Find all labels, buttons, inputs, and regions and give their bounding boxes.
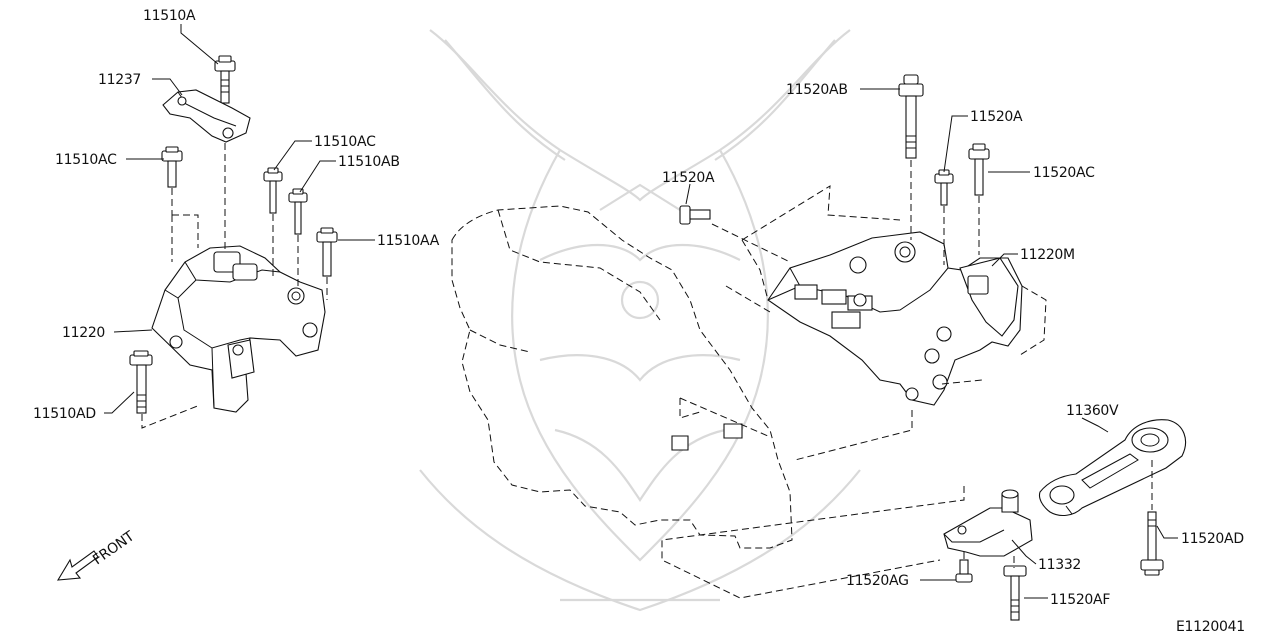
bolt-11520AF: [1003, 565, 1027, 621]
bolt-11520AB: [898, 74, 924, 159]
callout-11520AF: 11520AF: [1050, 592, 1110, 608]
callout-labels: 11510A 11237 11510AC 11510AC 11510AB 115…: [33, 8, 1244, 608]
callout-11520AC: 11520AC: [1033, 165, 1095, 181]
callout-11520A-side: 11520A: [662, 170, 715, 186]
bolt-11510AC-right: [263, 167, 283, 214]
callout-11510AD: 11510AD: [33, 406, 96, 422]
callout-11510AB: 11510AB: [338, 154, 400, 170]
callout-11220M: 11220M: [1020, 247, 1075, 263]
bolt-11520AD: [1140, 511, 1164, 576]
callout-11360V: 11360V: [1066, 403, 1119, 419]
bolt-11510AA: [316, 227, 338, 277]
callout-11520AD: 11520AD: [1181, 531, 1244, 547]
engine-mount-11220: [151, 245, 326, 413]
callout-11220: 11220: [62, 325, 105, 341]
alignment-lines-right: [679, 160, 1047, 461]
callout-11520A-top: 11520A: [970, 109, 1023, 125]
torque-rod-11360V: [1038, 419, 1186, 517]
diagram-id: E1120041: [1176, 619, 1245, 635]
bolt-11510AC-left: [161, 146, 183, 188]
watermark-logo: [419, 29, 861, 612]
bolt-11510AB: [288, 188, 308, 235]
bracket-11332: [943, 489, 1033, 557]
callout-11520AB: 11520AB: [786, 82, 848, 98]
front-label: FRONT: [90, 528, 138, 568]
bolt-11520AG: [955, 559, 973, 583]
bolt-11510A: [214, 55, 236, 104]
callout-11510AA: 11510AA: [377, 233, 440, 249]
alignment-lines-left: [141, 143, 328, 429]
callout-11520AG: 11520AG: [846, 573, 909, 589]
engine-block-outline: [451, 205, 793, 549]
alignment-lines-lower: [661, 486, 1015, 599]
leader-lines: [104, 24, 1178, 599]
callout-11332: 11332: [1038, 557, 1081, 573]
front-direction-arrow: [56, 550, 99, 581]
bracket-11237: [162, 89, 251, 143]
bolt-11520AC: [968, 143, 990, 196]
bolt-11520A-side: [679, 205, 711, 225]
callout-11510AC-right: 11510AC: [314, 134, 376, 150]
callout-11510AC-left: 11510AC: [55, 152, 117, 168]
engine-mount-11220M: [767, 231, 1023, 406]
callout-11510A: 11510A: [143, 8, 196, 24]
callout-11237: 11237: [98, 72, 141, 88]
bolt-11520A-top: [934, 169, 954, 206]
bolt-11510AD: [129, 350, 153, 414]
